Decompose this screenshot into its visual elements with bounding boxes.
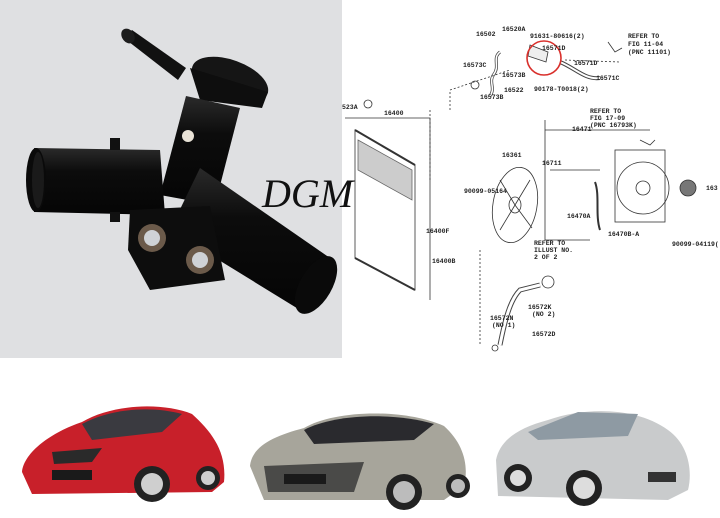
part-label: 163 — [706, 185, 718, 192]
part-label: 16571C — [596, 75, 620, 82]
part-label: 16470A — [567, 213, 591, 220]
part-label: (NO 2) — [532, 311, 556, 318]
part-label: (NO 1) — [492, 322, 516, 329]
part-label: 523A — [342, 104, 358, 111]
part-label: 16571D — [574, 60, 598, 67]
compatible-cars — [0, 370, 720, 518]
refer-note: FIG 17-09 — [590, 115, 626, 122]
car-yaris-image — [22, 406, 225, 502]
part-label: 90178-T0018(2) — [534, 86, 589, 93]
part-label: 16573B — [480, 94, 504, 101]
part-label: 16400 — [384, 110, 404, 117]
part-label: 16572K — [528, 304, 552, 311]
part-label: 16502 — [476, 31, 496, 38]
car-vios-old-image — [496, 411, 690, 506]
refer-note: REFER TO — [628, 33, 660, 40]
thermostat-housing-image — [26, 28, 338, 314]
refer-note: (PNC 16793K) — [590, 122, 637, 129]
part-label: 16520A — [502, 26, 526, 33]
product-photo — [0, 0, 342, 358]
part-label: 16400B — [432, 258, 456, 265]
car-vios-new-image — [250, 413, 470, 510]
refer-note: 2 OF 2 — [534, 254, 558, 261]
part-label: 16470B-A — [608, 231, 640, 238]
part-label: 16572D — [532, 331, 556, 338]
part-label: 91631-80616(2) — [530, 33, 585, 40]
parts-diagram: 16502 16520A 91631-80616(2) 16571D 16571… — [342, 0, 720, 370]
dgm-watermark: DGM — [262, 171, 354, 216]
part-label: 90099-05164 — [464, 188, 507, 195]
exploded-view-drawing — [345, 40, 697, 352]
part-label: 16573B — [502, 72, 526, 79]
part-label: 90099-04119( — [672, 241, 719, 248]
part-label: 16471 — [572, 126, 592, 133]
refer-note: ILLUST NO. — [534, 247, 574, 254]
part-label: 16572N — [490, 315, 514, 322]
part-label: 16711 — [542, 160, 562, 167]
refer-note: (PNC 11101) — [628, 49, 671, 56]
refer-note: FIG 11-04 — [628, 41, 664, 48]
part-label: 16522 — [504, 87, 524, 94]
part-label: 16400F — [426, 228, 450, 235]
refer-note: REFER TO — [534, 240, 566, 247]
part-label: 16361 — [502, 152, 522, 159]
refer-note: REFER TO — [590, 108, 622, 115]
part-label: 16573C — [463, 62, 487, 69]
part-label: 16571D — [542, 45, 566, 52]
